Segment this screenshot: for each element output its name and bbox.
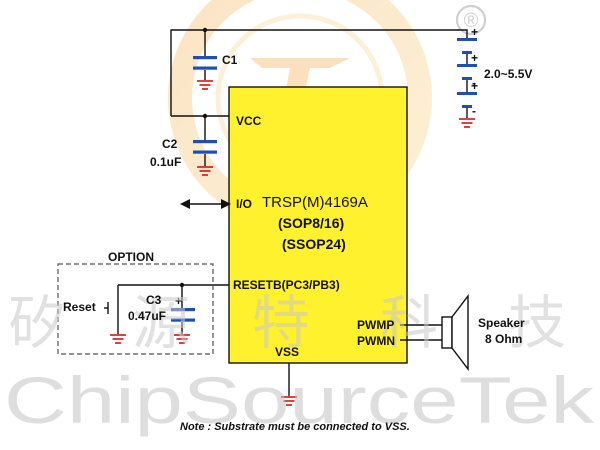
registered-mark: ® [455, 4, 487, 36]
svg-text:技: 技 [508, 289, 566, 357]
c3-value: 0.47uF [128, 309, 166, 323]
capacitor-c2 [193, 140, 217, 154]
chip-body [228, 86, 408, 364]
battery-plus-3: + [471, 79, 478, 93]
svg-text:科: 科 [380, 289, 438, 357]
battery-voltage: 2.0~5.5V [484, 67, 532, 81]
pin-vcc: VCC [236, 114, 262, 128]
battery-cell-2 [457, 64, 477, 80]
speaker-impedance: 8 Ohm [485, 332, 522, 346]
reset-label: Reset [63, 300, 96, 314]
battery-cell-1 [457, 38, 477, 54]
pin-pwmn: PWMN [357, 334, 395, 348]
c3-label: C3 [146, 293, 162, 307]
svg-text:矽: 矽 [8, 289, 66, 357]
svg-text:源: 源 [132, 289, 190, 357]
junction-dots [179, 27, 208, 288]
pin-vss: VSS [275, 345, 299, 359]
substrate-note: Note : Substrate must be connected to VS… [180, 421, 410, 433]
io-arrow [180, 199, 231, 209]
option-box [57, 263, 214, 355]
speaker-label: Speaker [478, 316, 525, 330]
chip-name: TRSP(M)4169A [262, 194, 368, 211]
c2-label: C2 [162, 137, 178, 151]
pin-io: I/O [236, 197, 252, 211]
option-label: OPTION [108, 250, 154, 264]
battery-plus-1: + [471, 25, 478, 39]
capacitor-c1 [193, 56, 217, 70]
pin-pwmp: PWMP [357, 318, 394, 332]
battery-stack [457, 38, 477, 108]
battery-plus-2: + [471, 51, 478, 65]
ground-icon [109, 334, 127, 344]
battery-minus-1: - [472, 50, 476, 64]
c1-label: C1 [222, 53, 238, 67]
ground-icon [458, 118, 476, 128]
watermark-cn: 矽 源 特 科 技 [8, 289, 566, 357]
svg-text:®: ® [464, 10, 479, 32]
battery-minus-3: - [472, 104, 476, 118]
c3-plus-sign: + [175, 294, 182, 308]
wires [117, 29, 468, 396]
chip-package-1: (SOP8/16) [278, 215, 344, 231]
c2-value: 0.1uF [150, 155, 181, 169]
ground-icon [196, 80, 214, 90]
reset-switch [104, 298, 119, 318]
battery-cell-3 [457, 92, 477, 108]
speaker-icon [441, 293, 469, 372]
watermark-en: ChipSourceTek [4, 363, 595, 437]
svg-text:特: 特 [252, 289, 310, 357]
chip-package-2: (SSOP24) [282, 236, 346, 252]
capacitor-c3 [171, 308, 195, 322]
battery-minus-2: - [472, 76, 476, 90]
pin-reset: RESETB(PC3/PB3) [233, 278, 340, 292]
